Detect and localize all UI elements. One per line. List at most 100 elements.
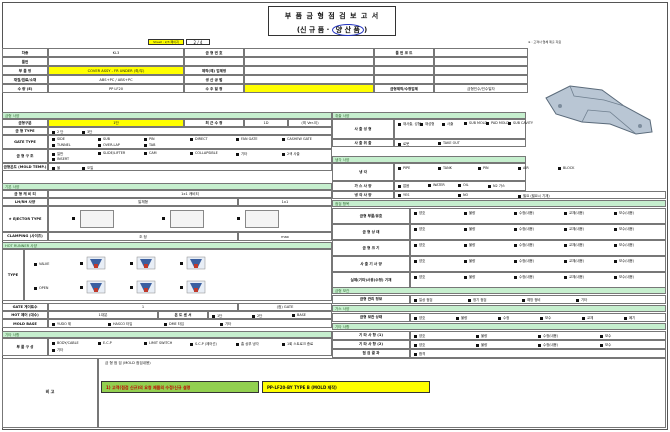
checkbox-icon[interactable] — [236, 152, 239, 156]
temp-sensor-option[interactable]: 1단 — [212, 313, 222, 318]
parts-option[interactable]: S.C.P (제어선) — [190, 341, 217, 346]
checkbox-icon[interactable] — [488, 184, 491, 188]
checkbox-icon[interactable] — [52, 322, 55, 326]
eject-option[interactable]: 로봇 — [398, 141, 409, 146]
check-row-option[interactable]: 불량 — [464, 210, 475, 215]
hot-type-option[interactable]: OPEN — [34, 286, 48, 290]
gate-type-option[interactable]: SUB — [98, 137, 110, 141]
checkbox-icon[interactable] — [162, 216, 165, 220]
mold-type-option[interactable]: 3단 — [82, 129, 92, 134]
checkbox-icon[interactable] — [464, 211, 467, 215]
checkbox-icon[interactable] — [464, 227, 467, 231]
cooling-option[interactable]: TANK — [438, 166, 452, 170]
checkbox-icon[interactable] — [398, 184, 401, 188]
gate-type-option[interactable]: OVER-LAP — [98, 143, 120, 147]
checkbox-icon[interactable] — [72, 216, 75, 220]
checkbox-icon[interactable] — [414, 259, 417, 263]
checkbox-icon[interactable] — [180, 286, 183, 289]
checkbox-icon[interactable] — [538, 343, 541, 347]
check-row-option[interactable]: 불량 — [464, 226, 475, 231]
checkbox-icon[interactable] — [52, 152, 55, 156]
checkbox-icon[interactable] — [52, 341, 55, 345]
storage-option[interactable]: 교체 — [582, 315, 593, 320]
check-row-option[interactable]: 불량 — [464, 242, 475, 247]
check-row-option[interactable]: 교체(내용) — [564, 258, 584, 263]
checkbox-icon[interactable] — [522, 298, 525, 302]
checkbox-icon[interactable] — [414, 227, 417, 231]
checkbox-icon[interactable] — [600, 334, 603, 338]
checkbox-icon[interactable] — [478, 166, 481, 170]
ejector-checkbox[interactable] — [72, 216, 77, 220]
checkbox-icon[interactable] — [514, 243, 517, 247]
checkbox-icon[interactable] — [582, 316, 585, 320]
mold-base-option[interactable]: HASCO 타입 — [108, 321, 132, 326]
gas-option[interactable]: 없음 — [398, 183, 409, 188]
checkbox-icon[interactable] — [282, 342, 285, 346]
parts-option[interactable]: 기타 — [52, 347, 63, 352]
checkbox-icon[interactable] — [442, 122, 445, 126]
checkbox-icon[interactable] — [614, 227, 617, 231]
eject-option[interactable]: TAKE OUT — [438, 141, 460, 145]
final-row-option[interactable]: 양호 — [414, 342, 425, 347]
storage-option[interactable]: 폐기 — [624, 315, 635, 320]
checkbox-icon[interactable] — [52, 137, 55, 141]
mold-struct-option[interactable]: COLLAPSIBLE — [190, 151, 218, 155]
checkbox-icon[interactable] — [468, 298, 471, 302]
mold-temp-option[interactable]: 오일 — [82, 165, 93, 170]
checkbox-icon[interactable] — [464, 243, 467, 247]
checkbox-icon[interactable] — [514, 259, 517, 263]
checkbox-icon[interactable] — [82, 166, 85, 170]
mold-info-option[interactable]: 기타 — [576, 297, 587, 302]
checkbox-icon[interactable] — [282, 152, 285, 156]
ejector-checkbox[interactable] — [162, 216, 167, 220]
checkbox-icon[interactable] — [558, 166, 561, 170]
cooling-option[interactable]: AIR — [518, 166, 529, 170]
parts-option[interactable]: E.C.P — [98, 341, 112, 345]
checkbox-icon[interactable] — [52, 130, 55, 134]
gate-type-option[interactable]: FAN GATE — [236, 137, 257, 141]
baffle-option[interactable]: 필요 (필요시 기재) — [518, 193, 550, 198]
parts-option[interactable]: LIMIT SWITCH — [144, 341, 172, 345]
cooling-option[interactable]: BLOCK — [558, 166, 574, 170]
check-row-option[interactable]: 교체(내용) — [564, 274, 584, 279]
checkbox-icon[interactable] — [576, 298, 579, 302]
final-row-option[interactable]: 양호 — [414, 333, 425, 338]
check-row-option[interactable]: 수정(내용) — [514, 242, 534, 247]
gate-type-option[interactable]: SIDE — [52, 137, 65, 141]
final-row-option[interactable]: 수정(내용) — [538, 342, 558, 347]
gas-option[interactable]: N2 가스 — [488, 183, 505, 188]
baffle-option[interactable]: YES — [398, 193, 409, 197]
storage-option[interactable]: 불량 — [456, 315, 467, 320]
final-row-option[interactable]: 보수 — [600, 333, 611, 338]
checkbox-icon[interactable] — [220, 322, 223, 326]
cooling-option[interactable]: PIN — [478, 166, 489, 170]
gate-type-option[interactable]: PIN — [144, 137, 155, 141]
mold-struct-option[interactable]: CAM — [144, 151, 157, 155]
checkbox-icon[interactable] — [600, 343, 603, 347]
injection-option[interactable]: PAD MOLD — [486, 121, 509, 125]
cooling-option[interactable]: PIPE — [398, 166, 410, 170]
mold-info-option[interactable]: 일상 점검 — [414, 297, 433, 302]
storage-option[interactable]: 수정 — [498, 315, 509, 320]
checkbox-icon[interactable] — [236, 342, 239, 346]
checkbox-icon[interactable] — [420, 122, 423, 126]
gate-type-option[interactable]: DIRECT — [190, 137, 208, 141]
checkbox-icon[interactable] — [564, 227, 567, 231]
checkbox-icon[interactable] — [564, 275, 567, 279]
checkbox-icon[interactable] — [398, 122, 401, 126]
mold-type-option[interactable]: 2 단 — [52, 129, 63, 134]
checkbox-icon[interactable] — [614, 243, 617, 247]
injection-option[interactable]: 재사출, 성형 — [398, 121, 421, 126]
checkbox-icon[interactable] — [52, 143, 55, 147]
checkbox-icon[interactable] — [464, 259, 467, 263]
final-row-option[interactable]: 불량 — [476, 342, 487, 347]
mold-struct-option[interactable]: 2색 사출 — [282, 151, 300, 156]
check-row-option[interactable]: 교체(내용) — [564, 210, 584, 215]
checkbox-icon[interactable] — [564, 211, 567, 215]
check-row-option[interactable]: 불량 — [464, 258, 475, 263]
check-row-option[interactable]: 수정(내용) — [514, 210, 534, 215]
checkbox-icon[interactable] — [98, 137, 101, 141]
parts-option[interactable]: BODY/CABLE — [52, 341, 79, 345]
injection-option[interactable]: 사출 — [442, 121, 453, 126]
checkbox-icon[interactable] — [414, 343, 417, 347]
